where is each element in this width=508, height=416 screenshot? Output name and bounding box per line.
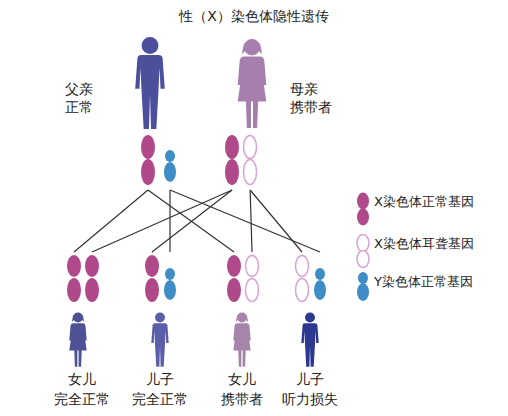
legend-swatch [355,192,371,226]
legend-text: X染色体耳聋基因 [374,236,474,252]
inheritance-line [169,190,170,252]
role-label: 女儿 [228,370,256,388]
inheritance-line [152,190,232,252]
x-chromosome-deaf [246,256,259,302]
status-label: 携带者 [290,98,332,116]
diagram-title: 性（X）染色体隐性遗传 [0,8,508,26]
y-chromosome [314,268,326,300]
inheritance-line [250,190,302,252]
legend-text: X染色体正常基因 [374,194,474,210]
person-node: 儿子听力损失 [290,252,330,310]
inheritance-line [74,190,148,252]
x-chromosome-deaf [296,256,309,302]
legend-swatch [355,272,371,306]
role-label: 父亲 [65,80,93,98]
daughter-figure [233,313,250,367]
status-label: 携带者 [221,390,263,408]
y-chromosome [164,150,176,182]
x-chromosome [85,255,99,302]
person-node: 女儿完全正常 [62,252,102,310]
person-node: 儿子完全正常 [140,252,180,310]
status-label: 完全正常 [132,390,188,408]
x-chromosome-deaf [244,136,257,185]
person-node: 母亲携带者 [222,128,264,190]
father-figure [135,37,165,129]
inheritance-line [92,190,232,252]
role-label: 女儿 [68,370,96,388]
x-chromosome [227,255,241,302]
role-label: 母亲 [290,80,318,98]
x-chromosome [141,135,155,185]
person-node: 女儿携带者 [222,252,262,310]
role-label: 儿子 [146,370,174,388]
inheritance-line [250,190,252,252]
person-node: 父亲正常 [135,128,185,190]
daughter-figure [69,313,86,367]
inheritance-line [148,190,234,252]
mother-figure [238,39,267,128]
status-label: 正常 [65,98,93,116]
x-chromosome [225,135,239,185]
y-chromosome [164,268,176,300]
status-label: 完全正常 [54,390,110,408]
legend-swatch [355,234,371,268]
status-label: 听力损失 [282,390,338,408]
son-figure [301,313,318,367]
x-chromosome [145,255,159,302]
role-label: 儿子 [296,370,324,388]
x-chromosome [67,255,81,302]
inheritance-line [170,190,320,252]
legend-text: Y染色体正常基因 [374,274,473,290]
son-figure [151,313,168,367]
